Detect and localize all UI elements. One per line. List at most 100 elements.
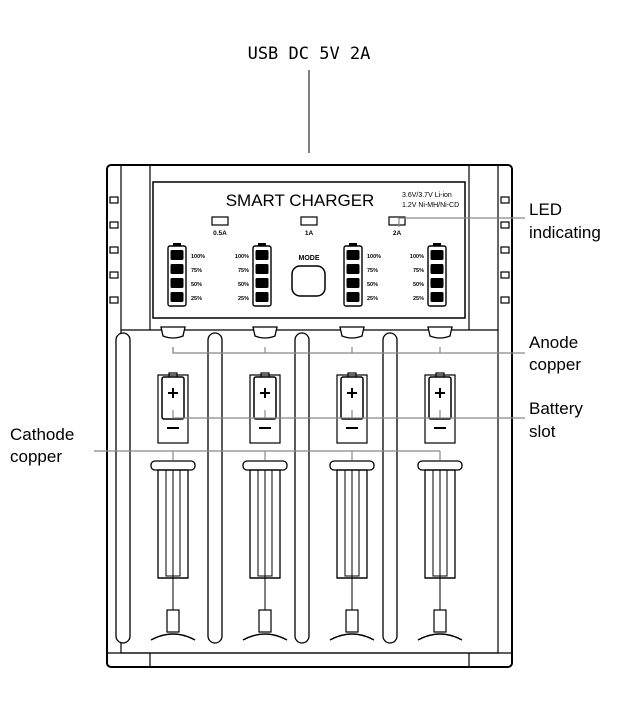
slot-bottom-arc bbox=[242, 633, 288, 641]
slot-bottom-arc bbox=[329, 633, 375, 641]
plus-icon bbox=[347, 388, 357, 398]
battery-slot-well bbox=[157, 374, 189, 444]
callout-anode-line2: copper bbox=[529, 355, 581, 374]
mode-button[interactable] bbox=[291, 265, 326, 297]
level-label: 100% bbox=[367, 254, 381, 260]
vent-right bbox=[500, 271, 510, 279]
battery-gauge-cap bbox=[433, 243, 441, 246]
callout-anode-line1: Anode bbox=[529, 333, 578, 352]
battery-slot bbox=[382, 326, 463, 644]
vent-right bbox=[500, 296, 510, 304]
battery-slot-well bbox=[336, 374, 368, 444]
slot-divider bbox=[115, 332, 131, 644]
level-segment bbox=[346, 264, 360, 274]
vent-left bbox=[109, 246, 119, 254]
led-indicator-1a bbox=[300, 216, 318, 226]
plus-icon bbox=[168, 388, 178, 398]
cathode-copper bbox=[150, 460, 196, 471]
slot-divider bbox=[207, 332, 223, 644]
vent-left bbox=[109, 196, 119, 204]
level-segment bbox=[170, 264, 184, 274]
level-label: 75% bbox=[238, 268, 249, 274]
plus-icon bbox=[260, 388, 270, 398]
slot-bottom-arc bbox=[150, 633, 196, 641]
slot-divider bbox=[382, 332, 398, 644]
led-indicator-0-5a bbox=[211, 216, 229, 226]
level-label: 75% bbox=[413, 268, 424, 274]
level-label: 100% bbox=[235, 254, 249, 260]
callout-leaders bbox=[94, 217, 525, 460]
level-label: 50% bbox=[367, 282, 378, 288]
level-segment bbox=[430, 250, 444, 260]
battery-gauge-frame bbox=[427, 245, 447, 307]
callout-cathode-line2: copper bbox=[10, 447, 62, 466]
callout-cathode-line1: Cathode bbox=[10, 425, 74, 444]
anode-copper bbox=[339, 326, 365, 339]
level-segment bbox=[255, 264, 269, 274]
plus-icon bbox=[435, 388, 445, 398]
callout-led-line1: LED bbox=[529, 200, 562, 219]
led-indicator-2a bbox=[388, 216, 406, 226]
level-segment bbox=[346, 278, 360, 288]
level-label: 75% bbox=[367, 268, 378, 274]
battery-gauge-frame bbox=[167, 245, 187, 307]
current-label-2a: 2A bbox=[393, 230, 402, 237]
battery-slot-well bbox=[424, 374, 456, 444]
anode-copper bbox=[160, 326, 186, 339]
level-label: 25% bbox=[238, 296, 249, 302]
level-label: 50% bbox=[191, 282, 202, 288]
level-label: 100% bbox=[410, 254, 424, 260]
cathode-copper bbox=[417, 460, 463, 471]
level-segment bbox=[346, 292, 360, 302]
vent-right bbox=[500, 221, 510, 229]
anode-copper bbox=[427, 326, 453, 339]
battery-slot bbox=[207, 326, 288, 644]
slider-latch bbox=[258, 609, 272, 633]
level-segment bbox=[170, 250, 184, 260]
level-label: 100% bbox=[191, 254, 205, 260]
level-segment bbox=[255, 292, 269, 302]
battery-slots bbox=[115, 326, 463, 644]
slider-latch bbox=[345, 609, 359, 633]
level-segment bbox=[255, 250, 269, 260]
mode-button-label: MODE bbox=[299, 255, 320, 262]
current-label-1a: 1A bbox=[305, 230, 314, 237]
battery-gauge-cap bbox=[258, 243, 266, 246]
slider-latch bbox=[166, 609, 180, 633]
power-input-label: USB DC 5V 2A bbox=[248, 44, 371, 64]
side-vents bbox=[109, 196, 510, 304]
level-segment bbox=[430, 292, 444, 302]
level-segment bbox=[430, 278, 444, 288]
vent-left bbox=[109, 271, 119, 279]
vent-right bbox=[500, 196, 510, 204]
vent-left bbox=[109, 221, 119, 229]
battery-gauge-cap bbox=[173, 243, 181, 246]
level-segment bbox=[255, 278, 269, 288]
level-segment bbox=[430, 264, 444, 274]
level-segment bbox=[170, 292, 184, 302]
cathode-copper bbox=[242, 460, 288, 471]
callout-led-line2: indicating bbox=[529, 223, 601, 242]
level-indicators: 100%75%50%25%100%75%50%25%100%75%50%25%1… bbox=[167, 243, 447, 307]
current-label-0-5a: 0.5A bbox=[213, 230, 227, 237]
battery-gauge-cap bbox=[349, 243, 357, 246]
slider-latch bbox=[433, 609, 447, 633]
anode-copper bbox=[252, 326, 278, 339]
level-label: 25% bbox=[191, 296, 202, 302]
slot-bottom-arc bbox=[417, 633, 463, 641]
battery-gauge-frame bbox=[343, 245, 363, 307]
battery-slot bbox=[294, 326, 375, 644]
cathode-copper bbox=[329, 460, 375, 471]
level-segment bbox=[346, 250, 360, 260]
battery-slot-well bbox=[249, 374, 281, 444]
panel-title: SMART CHARGER bbox=[226, 191, 375, 210]
callout-battery-slot-line1: Battery bbox=[529, 399, 583, 418]
level-label: 25% bbox=[413, 296, 424, 302]
level-segment bbox=[170, 278, 184, 288]
spec-line-nimh: 1.2V Ni-MH/Ni-CD bbox=[402, 202, 459, 209]
level-label: 75% bbox=[191, 268, 202, 274]
vent-left bbox=[109, 296, 119, 304]
spec-line-li-ion: 3.6V/3.7V Li-ion bbox=[402, 192, 452, 199]
callout-battery-slot-line2: slot bbox=[529, 422, 556, 441]
